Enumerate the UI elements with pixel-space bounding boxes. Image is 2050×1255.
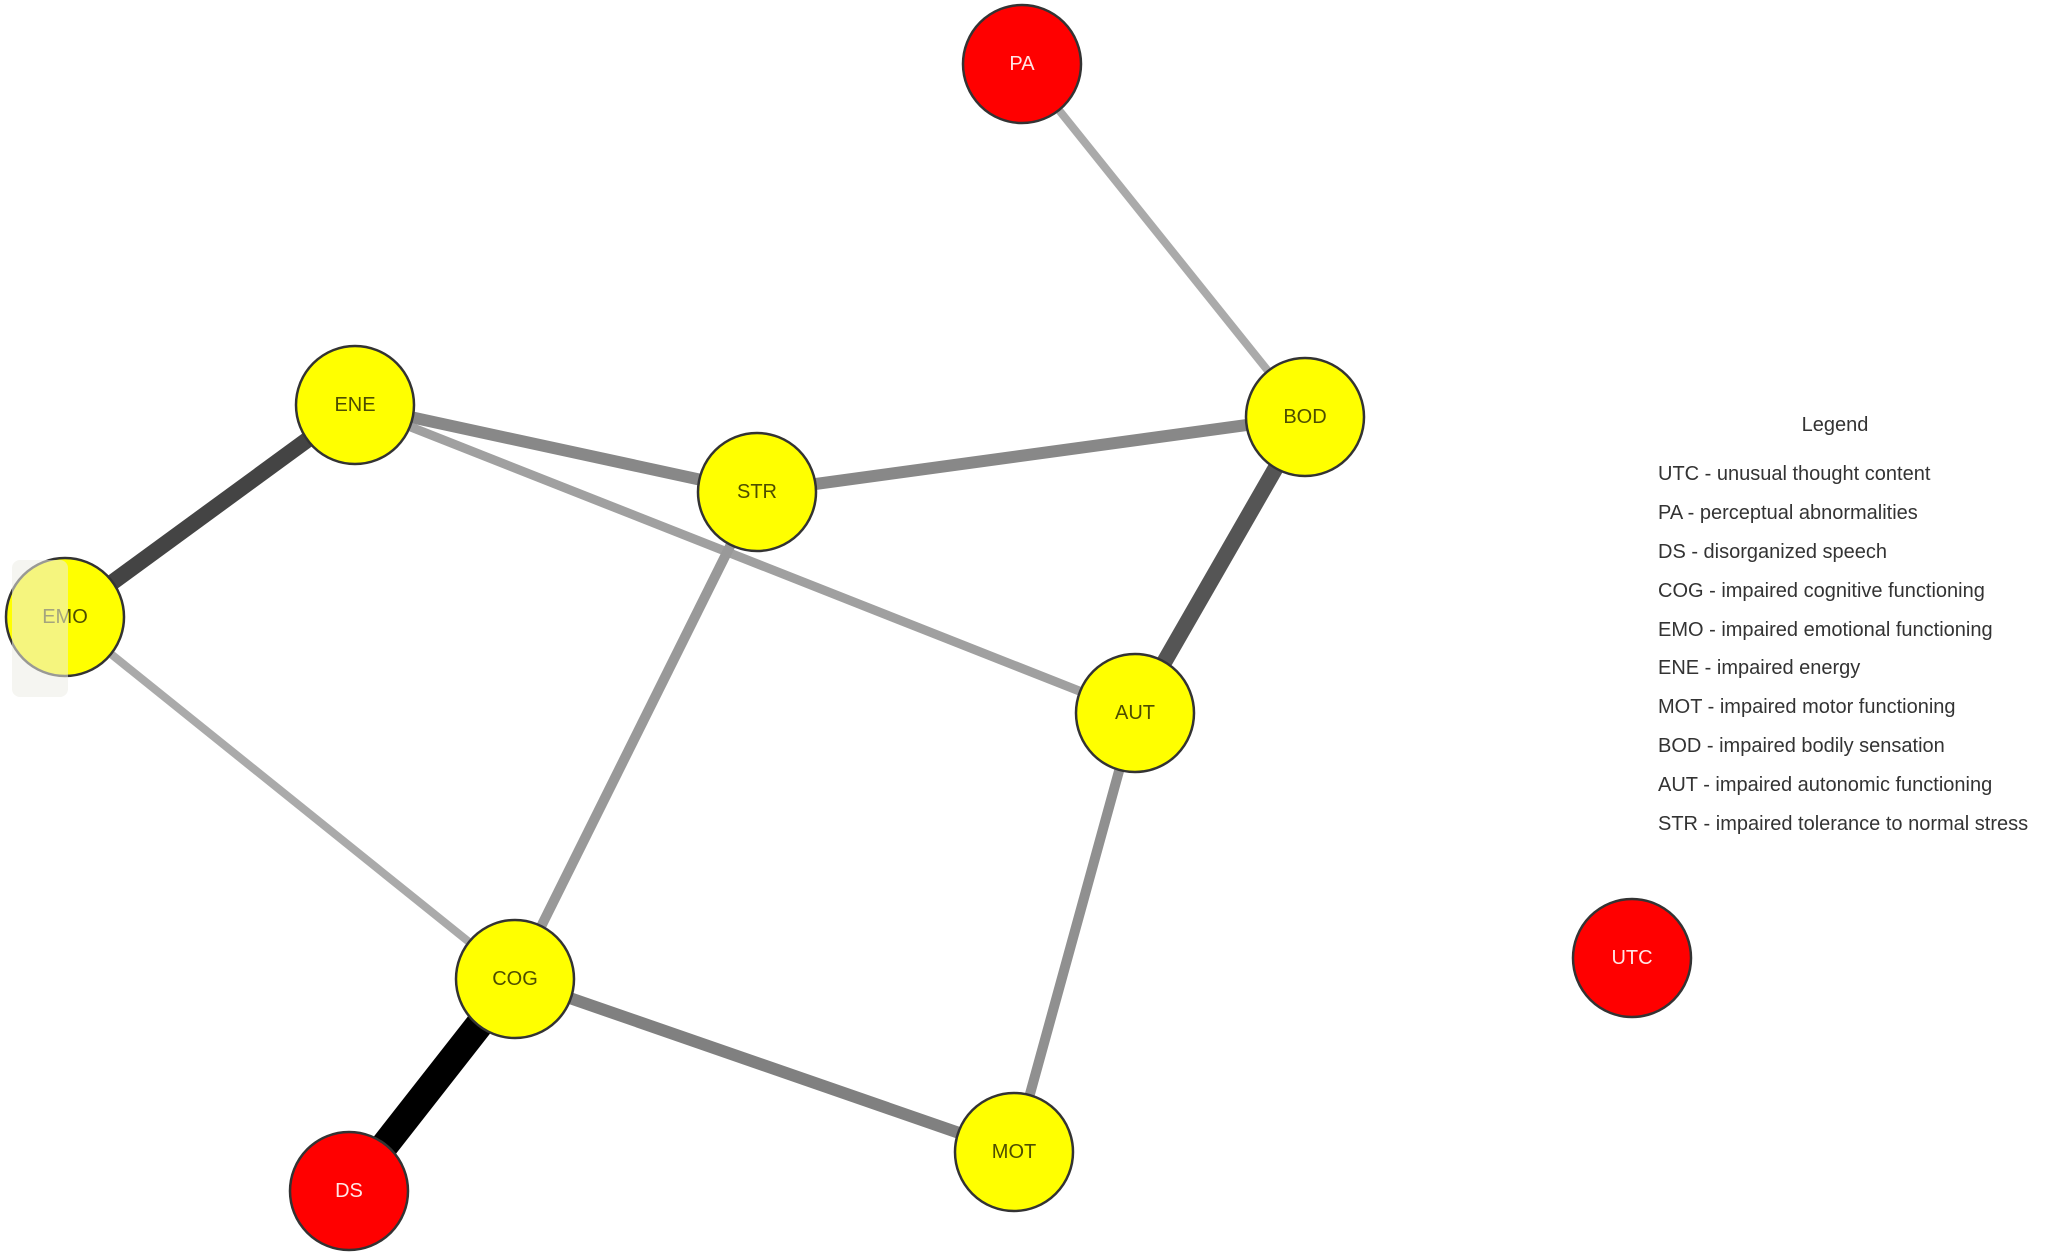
legend-item-mot: MOT - impaired motor functioning [1658, 696, 1956, 718]
edges-layer [60, 61, 1312, 1200]
node-circle[interactable] [294, 344, 416, 466]
edge-str-bod[interactable] [756, 411, 1306, 498]
node-aut[interactable]: AUT [1074, 652, 1196, 774]
legend-item-emo: EMO - impaired emotional functioning [1658, 619, 1993, 641]
edge-ene-str[interactable] [353, 399, 759, 498]
node-circle[interactable] [1571, 897, 1693, 1019]
edge-ene-aut[interactable] [353, 400, 1137, 718]
node-circle[interactable] [288, 1130, 410, 1252]
node-ds[interactable]: DS [288, 1130, 410, 1252]
legend-item-cog: COG - impaired cognitive functioning [1658, 580, 1985, 602]
node-circle[interactable] [961, 3, 1083, 125]
node-bod[interactable]: BOD [1244, 356, 1366, 478]
legend-item-str: STR - impaired tolerance to normal stres… [1658, 813, 2029, 835]
node-circle[interactable] [953, 1091, 1075, 1213]
legend-item-pa: PA - perceptual abnormalities [1658, 502, 1918, 524]
edge-cog-mot[interactable] [513, 973, 1016, 1158]
legend-item-utc: UTC - unusual thought content [1658, 463, 1931, 485]
node-pa[interactable]: PA [961, 3, 1083, 125]
edge-str-cog[interactable] [510, 489, 762, 982]
edge-emo-cog[interactable] [62, 613, 518, 983]
node-circle[interactable] [1244, 356, 1366, 478]
node-circle[interactable] [4, 556, 126, 678]
node-mot[interactable]: MOT [953, 1091, 1075, 1213]
legend-item-ds: DS - disorganized speech [1658, 541, 1888, 563]
node-circle[interactable] [696, 431, 818, 553]
node-utc[interactable]: UTC [1571, 897, 1693, 1019]
node-ene[interactable]: ENE [294, 344, 416, 466]
legend-item-bod: BOD - impaired bodily sensation [1658, 735, 1945, 757]
nodes-layer: PA ENE STR BOD EMO AUT COG MOT DS UTC [4, 3, 1693, 1252]
node-emo[interactable]: EMO [4, 556, 126, 678]
legend-item-aut: AUT - impaired autonomic functioning [1658, 774, 1993, 796]
node-str[interactable]: STR [696, 431, 818, 553]
legend-title: Legend [1801, 414, 1869, 436]
legend-item-ene: ENE - impaired energy [1658, 657, 1861, 679]
edge-aut-mot[interactable] [1009, 711, 1140, 1154]
edge-pa-bod[interactable] [1018, 61, 1309, 420]
node-cog[interactable]: COG [454, 918, 576, 1040]
node-circle[interactable] [454, 918, 576, 1040]
node-circle[interactable] [1074, 652, 1196, 774]
